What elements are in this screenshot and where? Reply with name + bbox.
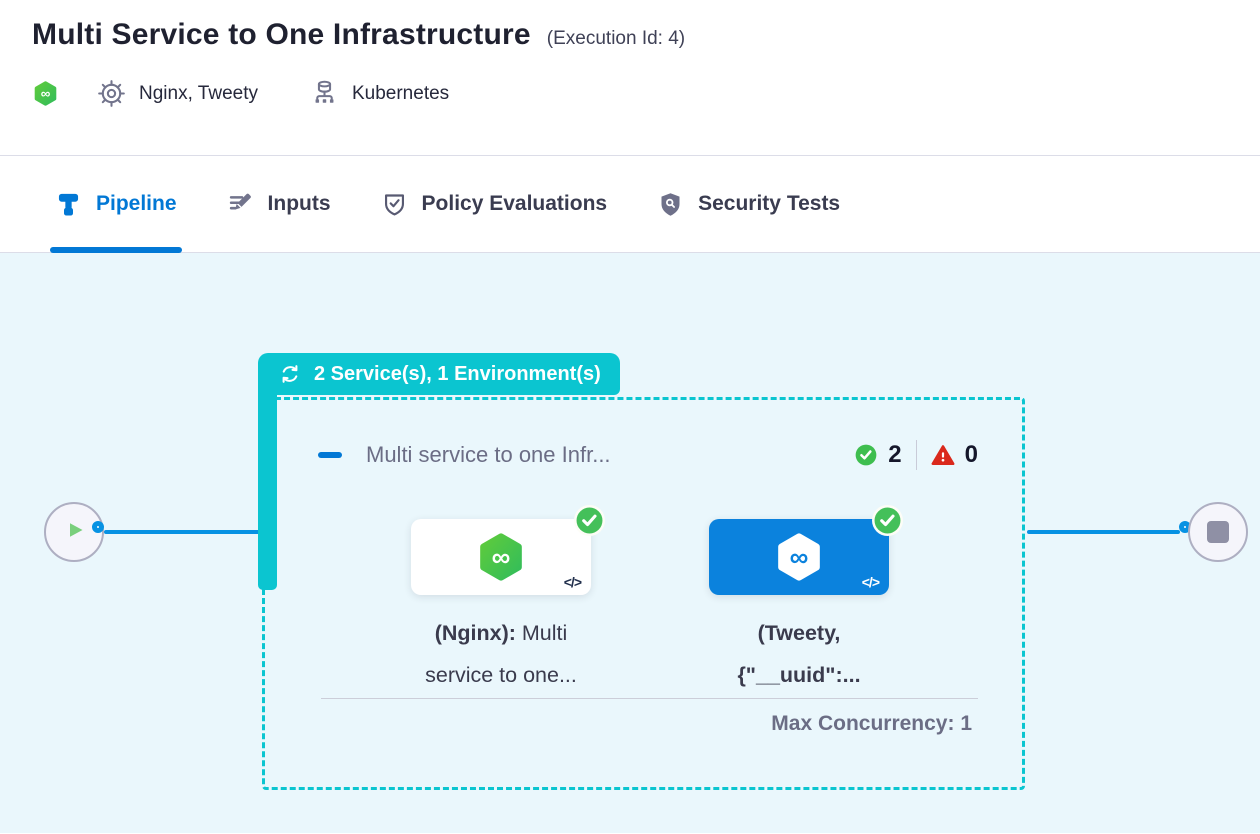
svg-text:∞: ∞ — [41, 86, 51, 101]
execution-id: (Execution Id: 4) — [546, 28, 686, 49]
stage-matrix-strip — [258, 395, 277, 590]
success-badge-icon — [574, 505, 605, 536]
svg-text:∞: ∞ — [790, 542, 809, 572]
shield-check-icon — [381, 191, 408, 218]
failed-count: 0 — [964, 441, 978, 468]
edge-start-to-stage — [104, 530, 262, 534]
stage-header: Multi service to one Infr... 2 — [318, 438, 978, 472]
success-count: 2 — [888, 441, 902, 468]
stage-card-tweety-label: (Tweety, {"__uuid":... — [654, 612, 944, 696]
gear-icon — [97, 79, 126, 108]
tab-pipeline-label: Pipeline — [96, 192, 177, 215]
stop-icon — [1207, 521, 1229, 543]
environment-label: Kubernetes — [351, 82, 450, 104]
datacenter-icon — [310, 79, 339, 108]
title-row: Multi Service to One Infrastructure (Exe… — [32, 18, 1228, 52]
execution-header: Multi Service to One Infrastructure (Exe… — [0, 0, 1260, 156]
shield-scan-icon — [657, 191, 684, 218]
pipeline-icon — [55, 191, 82, 218]
success-badge-icon — [872, 505, 903, 536]
stage-counts: 2 0 — [854, 440, 978, 470]
tab-security-label: Security Tests — [698, 192, 841, 215]
stage-card-tweety[interactable]: ∞ </> — [709, 505, 903, 595]
meta-row: ∞ Nginx, Tweety — [32, 79, 1228, 108]
pipeline-canvas[interactable]: 2 Service(s), 1 Environment(s) Multi ser… — [0, 253, 1260, 833]
max-concurrency-label: Max Concurrency: 1 — [771, 712, 972, 735]
tab-bar: Pipeline Inputs Policy Evaluations — [0, 156, 1260, 253]
label-line-1: (Nginx): Multi — [434, 621, 568, 645]
stage-matrix-badge-label: 2 Service(s), 1 Environment(s) — [314, 362, 601, 385]
tab-policy-evaluations[interactable]: Policy Evaluations — [381, 156, 608, 253]
services-label: Nginx, Tweety — [139, 82, 258, 104]
pipeline-end-node[interactable] — [1188, 502, 1248, 562]
harness-stage-icon: ∞ — [473, 529, 529, 585]
stage-card-nginx-label: (Nginx): Multi service to one... — [356, 612, 646, 696]
stage-group-box[interactable]: Multi service to one Infr... 2 — [262, 397, 1025, 790]
code-icon: </> — [861, 574, 880, 590]
label-line-1: (Tweety, — [757, 621, 841, 645]
svg-text:∞: ∞ — [492, 542, 511, 572]
play-icon — [59, 515, 89, 550]
warning-triangle-icon — [931, 443, 955, 467]
collapse-minus-icon[interactable] — [318, 452, 342, 458]
tab-pipeline[interactable]: Pipeline — [50, 156, 182, 253]
check-circle-icon — [854, 443, 878, 467]
cells-divider — [321, 698, 978, 699]
cycle-arrows-icon — [277, 361, 303, 387]
label-line-2: service to one... — [425, 663, 577, 687]
stage-card-nginx[interactable]: ∞ </> — [411, 505, 605, 595]
services-group: Nginx, Tweety — [97, 79, 258, 108]
harness-logo-icon: ∞ — [32, 80, 59, 107]
tab-inputs-label: Inputs — [267, 192, 331, 215]
edit-lines-icon — [227, 191, 254, 218]
start-node-port[interactable] — [92, 521, 104, 533]
count-divider — [915, 440, 917, 470]
code-icon: </> — [563, 574, 582, 590]
stage-matrix-badge[interactable]: 2 Service(s), 1 Environment(s) — [258, 353, 620, 395]
tab-policy-label: Policy Evaluations — [421, 192, 608, 215]
label-line-2: {"__uuid":... — [737, 663, 861, 687]
stage-title: Multi service to one Infr... — [366, 442, 611, 467]
harness-stage-icon: ∞ — [771, 529, 827, 585]
tab-inputs[interactable]: Inputs — [227, 156, 331, 253]
tab-security-tests[interactable]: Security Tests — [657, 156, 840, 253]
environment-group: Kubernetes — [310, 79, 449, 108]
edge-stage-to-end — [1027, 530, 1180, 534]
page-title: Multi Service to One Infrastructure — [32, 18, 531, 51]
